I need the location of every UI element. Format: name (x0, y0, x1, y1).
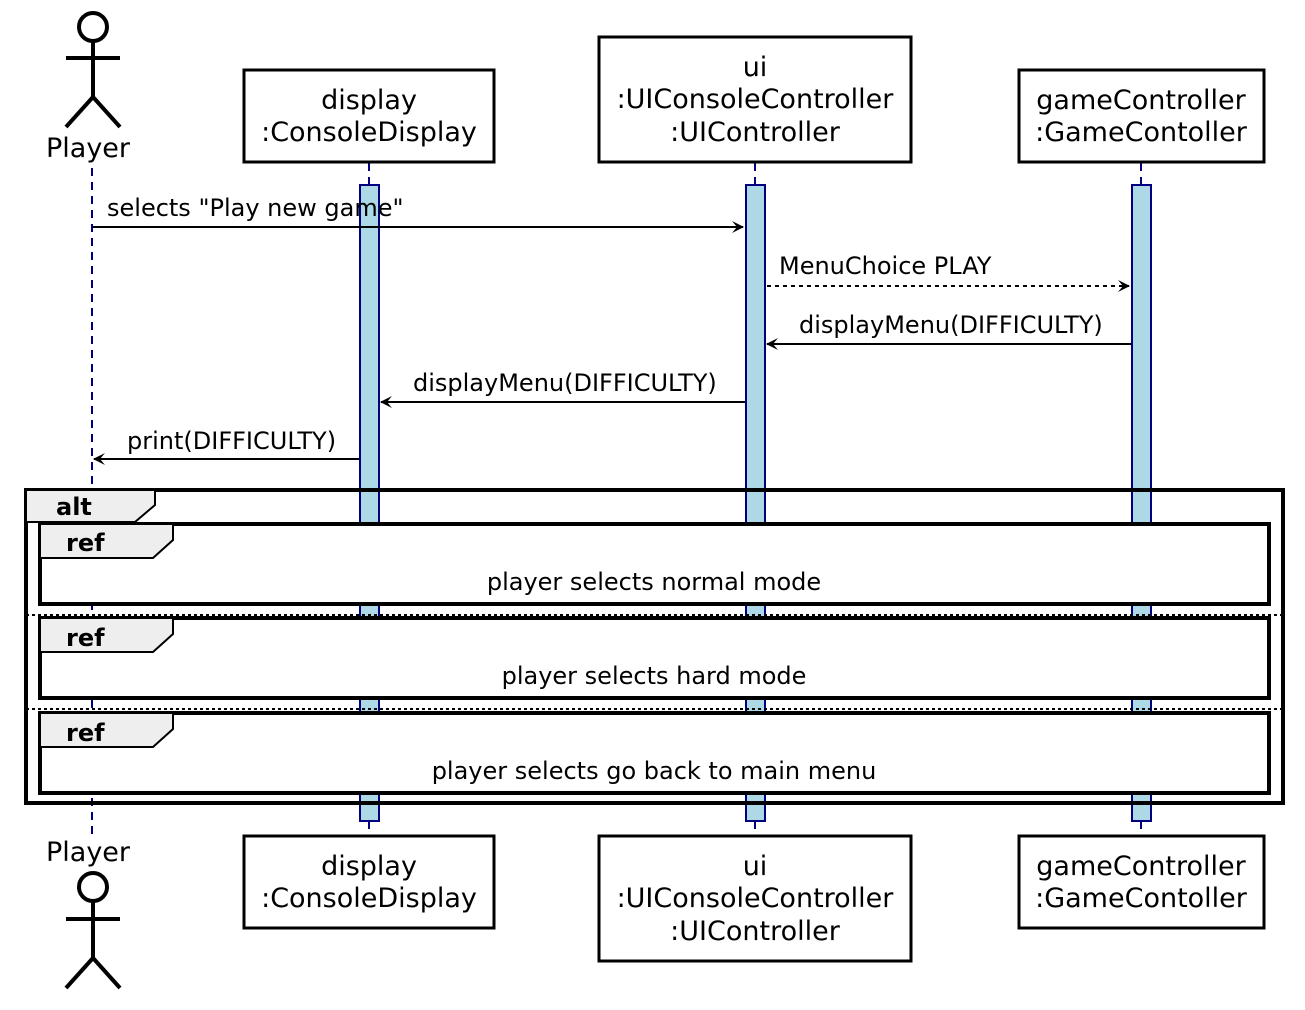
ref-text: player selects go back to main menu (432, 757, 877, 785)
message-2: MenuChoice PLAY (767, 252, 1130, 292)
actor-player-bottom: Player (46, 837, 131, 990)
participant-ui-bottom: ui :UIConsoleController :UIController (597, 834, 913, 963)
participant-display-bottom: display :ConsoleDisplay (242, 834, 496, 930)
alt-fragment: alt ref player selects normal mode ref p… (24, 488, 1285, 805)
message-label: displayMenu(DIFFICULTY) (799, 311, 1103, 339)
message-label: MenuChoice PLAY (779, 252, 992, 280)
message-4: displayMenu(DIFFICULTY) (380, 369, 745, 408)
participant-type: :ConsoleDisplay (261, 117, 477, 148)
participant-class: :UIConsoleController (617, 883, 895, 914)
ref-keyword: ref (66, 529, 105, 557)
ref-keyword: ref (66, 719, 105, 747)
participant-name: display (321, 851, 417, 882)
actor-label: Player (46, 133, 131, 164)
message-5: print(DIFFICULTY) (93, 427, 359, 465)
actor-player-top: Player (46, 11, 131, 164)
participants-top: Player display :ConsoleDisplay ui :UICon… (46, 11, 1266, 164)
message-3: displayMenu(DIFFICULTY) (766, 311, 1131, 350)
participant-type: :UIController (670, 916, 841, 947)
participant-class: :UIConsoleController (617, 84, 895, 115)
alt-keyword: alt (56, 493, 92, 521)
participant-game-top: gameController :GameContoller (1017, 68, 1266, 164)
actor-icon (64, 11, 122, 129)
actor-label: Player (46, 837, 131, 868)
message-1: selects "Play new game" (93, 194, 744, 233)
ref-text: player selects normal mode (487, 568, 821, 596)
participants-bottom: Player display :ConsoleDisplay ui :UICon… (46, 834, 1266, 990)
participant-type: :UIController (670, 117, 841, 148)
participant-name: ui (743, 52, 768, 83)
ref-frame-main-menu: ref player selects go back to main menu (38, 711, 1271, 795)
participant-name: gameController (1036, 85, 1246, 116)
participant-name: ui (743, 851, 768, 882)
participant-ui-top: ui :UIConsoleController :UIController (597, 35, 913, 164)
messages: selects "Play new game" MenuChoice PLAY … (93, 194, 1131, 465)
alt-frame (24, 488, 1285, 805)
alt-tab (25, 489, 156, 523)
participant-type: :GameContoller (1035, 883, 1248, 914)
message-label: print(DIFFICULTY) (127, 427, 336, 455)
ref-frame-normal: ref player selects normal mode (38, 522, 1271, 606)
message-label: selects "Play new game" (107, 194, 404, 222)
ref-frame-hard: ref player selects hard mode (38, 616, 1271, 700)
participant-game-bottom: gameController :GameContoller (1017, 834, 1266, 930)
participant-name: gameController (1036, 851, 1246, 882)
participant-display-top: display :ConsoleDisplay (242, 68, 496, 164)
participant-type: :GameContoller (1035, 117, 1248, 148)
actor-icon (64, 871, 122, 990)
ref-text: player selects hard mode (502, 662, 807, 690)
ref-keyword: ref (66, 624, 105, 652)
participant-name: display (321, 85, 417, 116)
message-label: displayMenu(DIFFICULTY) (413, 369, 717, 397)
participant-type: :ConsoleDisplay (261, 883, 477, 914)
